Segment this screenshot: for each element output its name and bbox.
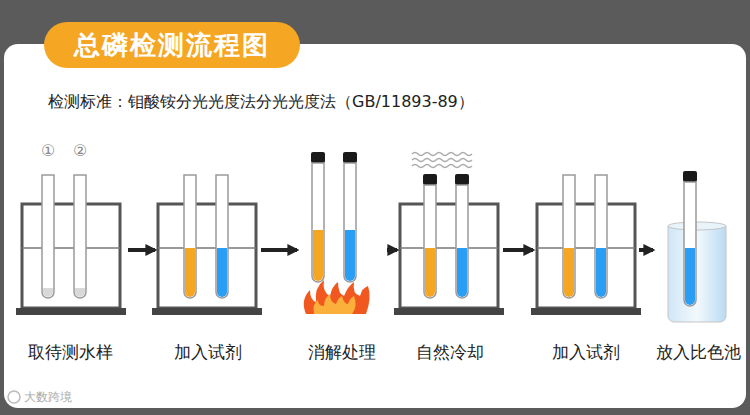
standard-note: 检测标准：钼酸铵分光光度法分光光度法（GB/11893-89） [48,92,474,113]
title: 总磷检测流程图 [74,28,270,63]
process-step: 自然冷却 [400,150,500,364]
step-caption: 取待测水样 [15,341,125,364]
callout-number: ① [41,141,55,160]
process-step: 加入试剂 [536,150,636,364]
process-step: 加入试剂 [158,150,258,364]
callout-number: ② [73,141,87,160]
flow-arrow [639,248,653,252]
watermark: 大数跨境 [24,389,72,406]
step-caption: 自然冷却 [400,341,500,364]
flow-arrow [387,248,397,252]
title-tab: 总磷检测流程图 [44,22,300,68]
step-caption: 消解处理 [300,341,384,364]
flow-arrow [261,248,297,252]
flow-arrow [128,248,155,252]
process-step: 放入比色池 [656,150,740,364]
process-step: 取待测水样 [15,150,125,364]
step-caption: 加入试剂 [158,341,258,364]
flow-arrow [503,248,533,252]
step-caption: 加入试剂 [536,341,636,364]
process-step: 消解处理 [300,150,384,364]
step-caption: 放入比色池 [656,341,740,364]
